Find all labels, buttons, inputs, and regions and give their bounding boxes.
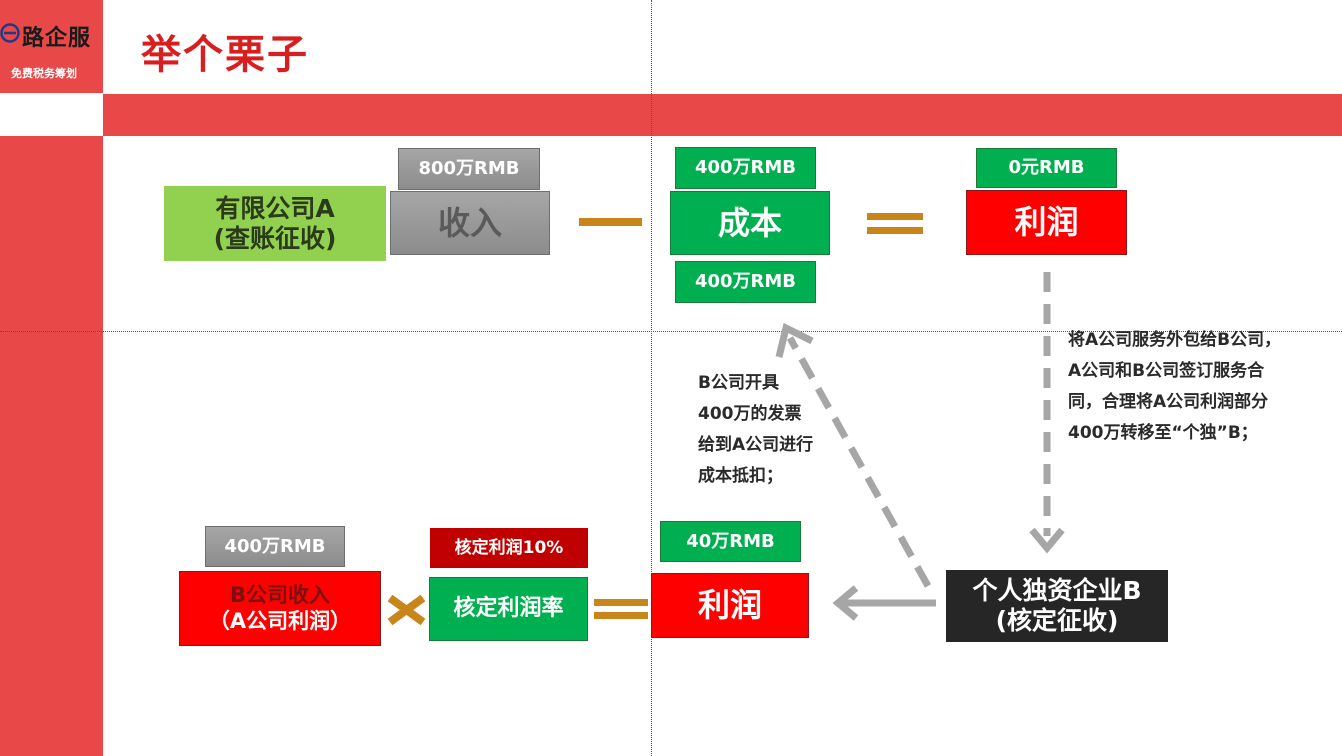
sole-proprietorship-box: 个人独资企业B (核定征收) (946, 570, 1168, 642)
header-band (103, 94, 1342, 136)
company-a-tax-mode: (查账征收) (213, 223, 337, 253)
multiply-operator-line2 (387, 594, 426, 626)
logo-area (0, 0, 103, 93)
company-a-box: 有限公司A (查账征收) (164, 186, 386, 261)
vertical-divider (651, 0, 652, 756)
rate-box: 核定利润率 (429, 577, 588, 641)
note-invoice: B公司开具 400万的发票 给到A公司进行 成本抵扣； (698, 368, 868, 492)
profit-arrow-head (832, 585, 859, 621)
transfer-arrow-down-head (1029, 527, 1065, 554)
cost-box: 成本 (670, 191, 830, 255)
equals-operator-line2 (867, 227, 923, 234)
page-title: 举个栗子 (141, 32, 309, 78)
logo-tagline: 免费税务筹划 (11, 67, 77, 80)
horizontal-divider (0, 331, 1342, 332)
profit-amount-top: 0元RMB (976, 148, 1117, 188)
cost-amount-bottom: 400万RMB (675, 261, 816, 303)
profit-amount-bottom: 40万RMB (660, 521, 801, 562)
cost-amount-top: 400万RMB (675, 147, 816, 189)
note-invoice-line: B公司开具 (698, 373, 779, 393)
sidebar-gap (0, 93, 103, 136)
company-a-name: 有限公司A (215, 193, 335, 223)
note-transfer-line: A公司和B公司签订服务合 (1068, 361, 1265, 381)
note-transfer-line: 将A公司服务外包给B公司， (1068, 330, 1282, 350)
note-invoice-line: 给到A公司进行 (698, 435, 814, 455)
b-income-box: B公司收入 （A公司利润） (179, 571, 381, 646)
revenue-box: 收入 (390, 191, 550, 255)
invoice-arrow-head (775, 322, 814, 358)
logo-icon (0, 23, 20, 43)
sole-proprietorship-tax-mode: (核定征收) (995, 606, 1119, 635)
equals-operator (867, 213, 923, 220)
b-income-sublabel: （A公司利润） (208, 608, 352, 633)
profit-box-bottom: 利润 (651, 573, 809, 638)
equals-operator-bottom (594, 599, 648, 606)
note-invoice-line: 成本抵扣； (698, 466, 783, 486)
note-transfer-line: 同，合理将A公司利润部分 (1068, 392, 1269, 412)
note-invoice-line: 400万的发票 (698, 404, 802, 424)
logo-brand: 路企服 (22, 26, 92, 51)
rate-amount-badge: 核定利润10% (430, 528, 588, 568)
note-transfer-line: 400万转移至“个独”B； (1068, 423, 1258, 443)
sole-proprietorship-name: 个人独资企业B (972, 576, 1142, 605)
minus-operator (579, 218, 642, 226)
profit-box-top: 利润 (966, 190, 1127, 255)
multiply-operator (387, 594, 426, 626)
equals-operator-bottom-line2 (594, 612, 648, 619)
b-income-label: B公司收入 (229, 583, 330, 608)
b-income-amount-badge: 400万RMB (205, 526, 345, 567)
revenue-amount-badge: 800万RMB (398, 148, 540, 190)
note-transfer: 将A公司服务外包给B公司， A公司和B公司签订服务合 同，合理将A公司利润部分 … (1068, 325, 1338, 449)
